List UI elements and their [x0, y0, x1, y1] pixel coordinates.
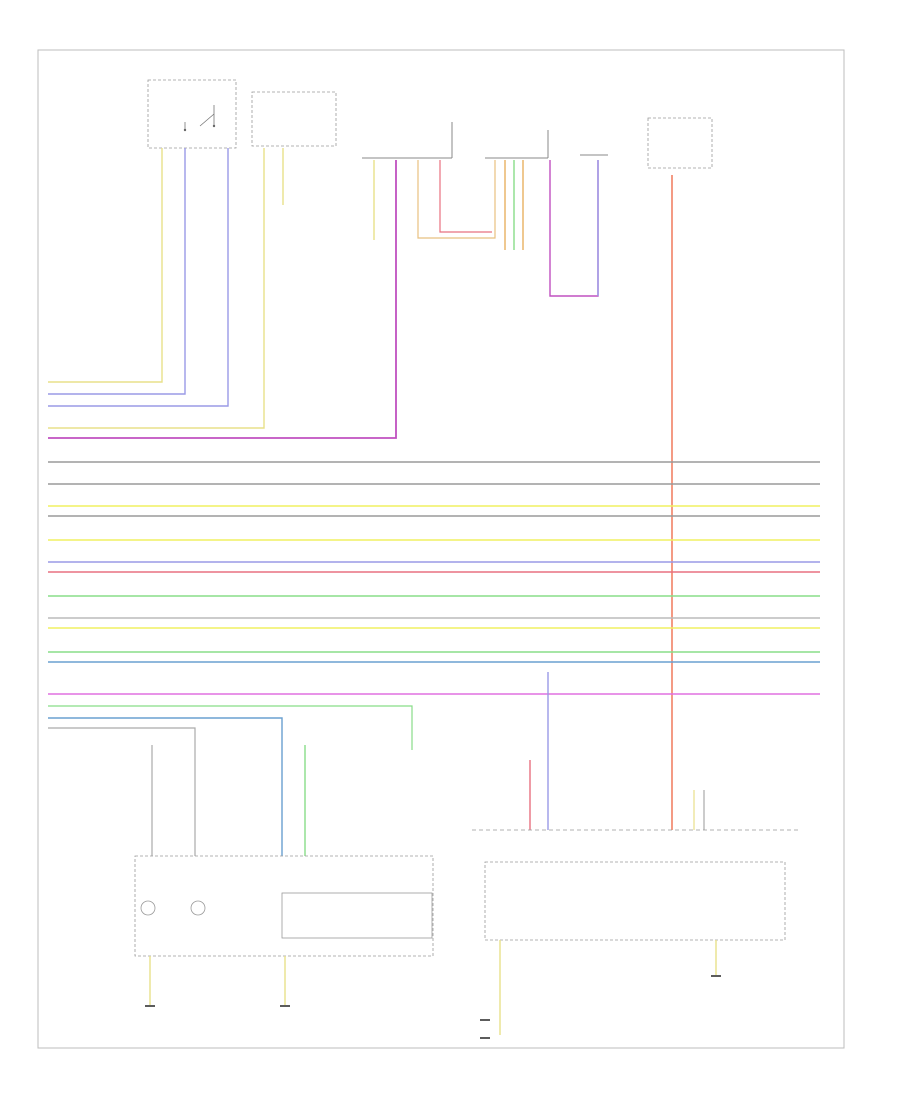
component-right-headlight [134, 855, 434, 1007]
component-left-headlight [480, 861, 786, 1039]
component-module-3 [362, 122, 453, 159]
diagram-frame [37, 49, 845, 1049]
lower-left-wires [48, 672, 705, 856]
bus-lines [48, 461, 820, 695]
bulb-icon [140, 900, 156, 916]
component-module-6 [647, 117, 713, 169]
top-wires [48, 148, 673, 830]
bulb-icon [190, 900, 206, 916]
component-module-2 [251, 91, 337, 147]
component-module-4 [485, 130, 549, 159]
component-switch-top-left [147, 79, 237, 149]
